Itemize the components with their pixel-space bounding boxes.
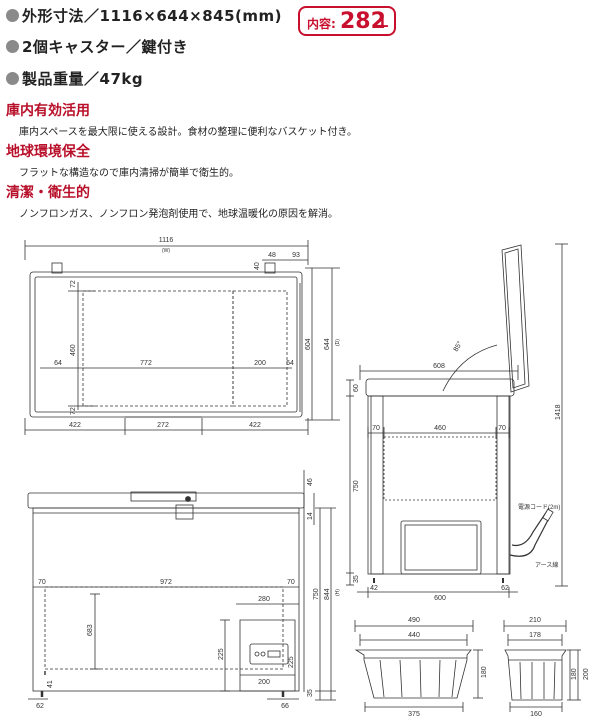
capacity-badge: 内容: 282 L — [298, 6, 396, 36]
drawing-lines — [24, 240, 581, 712]
top-view-drawing — [24, 240, 340, 435]
capacity-unit: L — [380, 16, 389, 31]
dim-label: 42 — [370, 585, 378, 592]
dim-label: 48 — [268, 252, 276, 259]
dim-label: 440 — [408, 632, 420, 639]
dim-label: 70 — [372, 425, 380, 432]
dim-label: (W) — [162, 248, 170, 254]
dim-label: 490 — [408, 617, 420, 624]
dim-label: 422 — [249, 422, 261, 429]
dim-label: 604 — [305, 338, 312, 350]
dim-label: 180 — [481, 666, 488, 678]
dim-label: 460 — [434, 425, 446, 432]
dim-label: (H) — [335, 589, 341, 596]
cord-label: 電源コード(2m) — [518, 503, 560, 511]
dim-label: 35 — [307, 689, 314, 697]
side-view-drawing — [346, 243, 568, 598]
dim-label: 750 — [353, 480, 360, 492]
dim-label: 772 — [140, 360, 152, 367]
dim-label: (D) — [335, 339, 341, 346]
dim-label: 160 — [530, 711, 542, 717]
dim-label: 70 — [38, 579, 46, 586]
feature-desc: ノンフロンガス、ノンフロン発泡剤使用で、地球温暖化の原因を解消。 — [19, 209, 338, 220]
dim-label: 60 — [353, 384, 360, 392]
dim-label: 210 — [529, 617, 541, 624]
dim-label: 200 — [583, 668, 590, 680]
dim-label: 375 — [408, 711, 420, 717]
dim-label: 844 — [324, 588, 331, 600]
dim-label: 40 — [254, 262, 261, 270]
dim-label: 85° — [452, 340, 464, 353]
dim-label: 72 — [70, 280, 77, 288]
dim-label: 70 — [498, 425, 506, 432]
feature-desc: フラットな構造なので庫内清掃が簡単で衛生的。 — [19, 168, 239, 179]
dim-label: 41 — [47, 680, 54, 688]
dim-label: 200 — [258, 679, 270, 686]
dim-label: 1116 — [159, 237, 174, 244]
feature-title: 清潔・衛生的 — [6, 185, 90, 201]
dim-label: 200 — [254, 360, 266, 367]
dim-label: 14 — [307, 512, 314, 520]
dim-label: 225 — [288, 656, 295, 668]
spec-casters: 2個キャスター／鍵付き — [6, 36, 188, 57]
capacity-value: 282 — [340, 9, 386, 34]
feature-title: 庫内有効活用 — [6, 103, 90, 119]
dim-label: 1418 — [555, 404, 562, 420]
bullet-icon — [6, 40, 19, 53]
dim-label: 750 — [313, 588, 320, 600]
earth-label: アース線 — [535, 561, 558, 569]
dim-label: 93 — [292, 252, 300, 259]
dim-label: 66 — [281, 703, 289, 710]
dim-label: 70 — [287, 579, 295, 586]
dim-label: 225 — [218, 648, 225, 660]
bullet-icon — [6, 72, 19, 85]
basket-large-drawing — [354, 620, 483, 712]
dim-label: 46 — [307, 478, 314, 486]
dim-label: 280 — [258, 596, 270, 603]
dim-label: 272 — [157, 422, 169, 429]
dim-label: 72 — [70, 407, 77, 415]
spec-weight: 製品重量／47kg — [6, 68, 143, 89]
dim-label: 64 — [286, 360, 294, 367]
dim-label: 64 — [54, 360, 62, 367]
dim-label: 62 — [36, 703, 44, 710]
capacity-label: 内容: — [307, 17, 336, 31]
basket-small-drawing — [503, 620, 581, 712]
dim-label: 178 — [529, 632, 541, 639]
feature-title: 地球環境保全 — [6, 144, 90, 160]
dim-label: 180 — [571, 668, 578, 680]
dimension-labels: 1116 (W) 48 93 40 72 460 72 64 772 200 6… — [36, 237, 590, 717]
feature-desc: 庫内スペースを最大限に使える設計。食材の整理に便利なバスケット付き。 — [19, 127, 357, 138]
dim-label: 62 — [501, 585, 509, 592]
dim-label: 35 — [353, 575, 360, 583]
dim-label: 608 — [433, 363, 445, 370]
dim-label: 600 — [434, 595, 446, 602]
dim-label: 972 — [160, 579, 172, 586]
spec-dimensions: 外形寸法／1116×644×845(mm) — [6, 5, 282, 26]
bullet-icon — [6, 9, 19, 22]
dim-label: 644 — [324, 338, 331, 350]
dim-label: 422 — [69, 422, 81, 429]
dim-label: 683 — [87, 624, 94, 636]
front-view-drawing — [27, 470, 336, 701]
dim-label: 460 — [70, 344, 77, 356]
